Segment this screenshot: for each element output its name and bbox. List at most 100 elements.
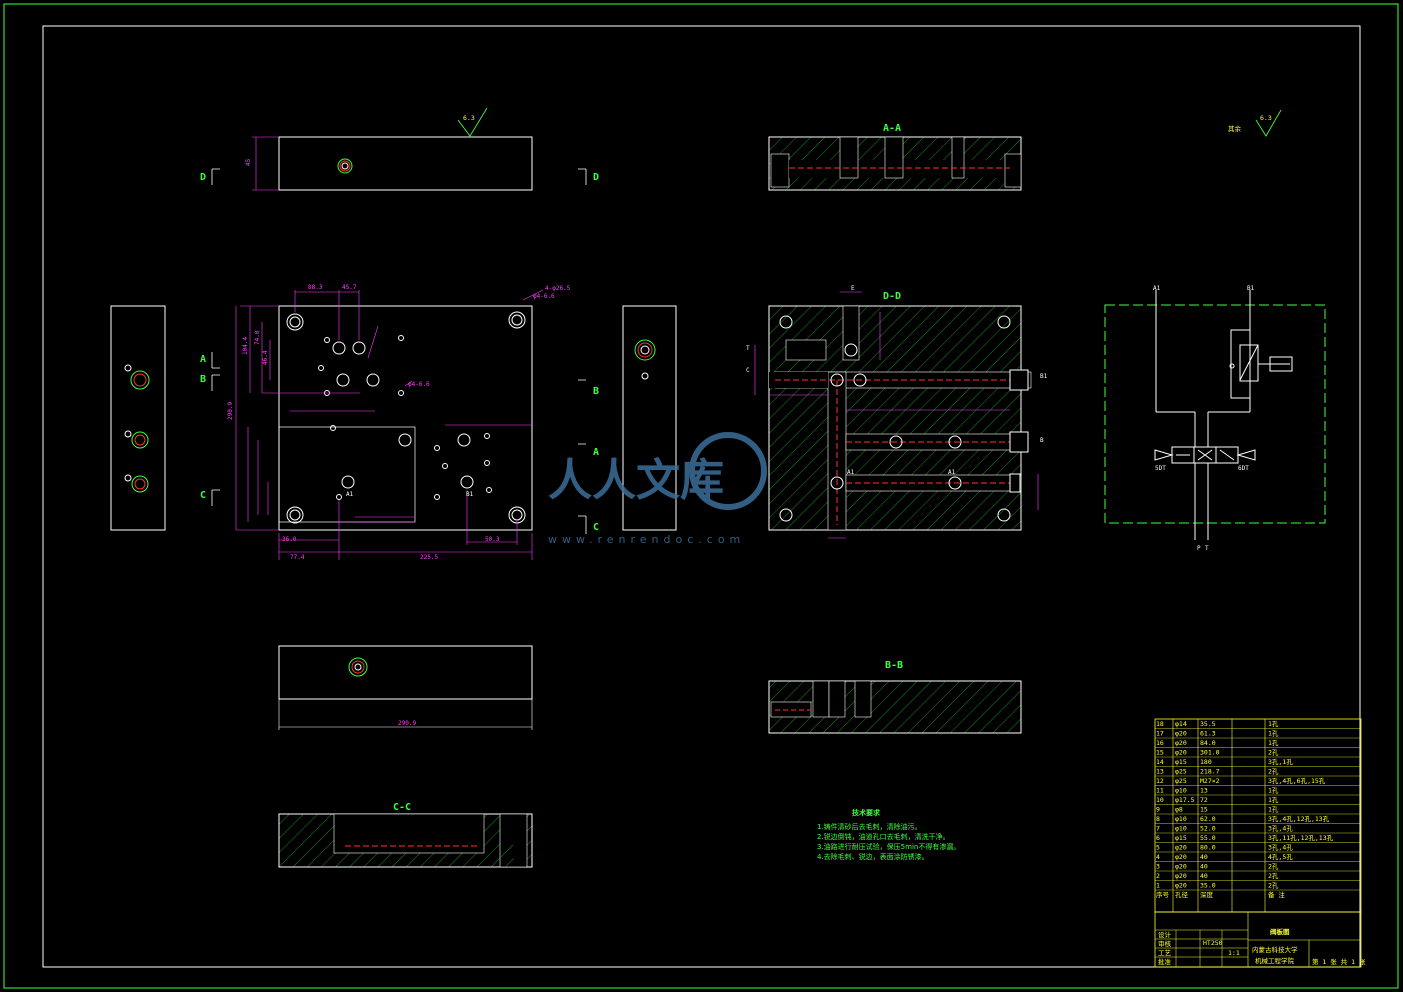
svg-text:36.0: 36.0 [282, 536, 297, 543]
bom-cell: φ20 [1175, 872, 1187, 880]
bom-cell: 84.0 [1200, 739, 1216, 747]
section-bb-title: B-B [885, 660, 903, 671]
section-cc-title: C-C [393, 802, 411, 813]
bom-cell: 35.0 [1200, 882, 1216, 890]
svg-text:6DT: 6DT [1238, 465, 1249, 472]
svg-text:φ4-6.6: φ4-6.6 [408, 381, 430, 388]
svg-text:审核: 审核 [1158, 939, 1172, 948]
top-view: 45 [245, 136, 533, 191]
svg-text:B1: B1 [466, 491, 474, 498]
svg-text:104.4: 104.4 [242, 337, 249, 355]
watermark-logo: 人人文库 [548, 455, 724, 506]
svg-text:A1: A1 [1153, 285, 1161, 292]
bom-cell: 2孔 [1268, 882, 1279, 890]
svg-text:74.0: 74.0 [254, 330, 261, 345]
bom-cell: 218.7 [1200, 768, 1220, 776]
bom-cell: 2孔 [1268, 768, 1279, 776]
bom-cell: φ20 [1175, 730, 1187, 738]
bom-cell: 52.0 [1200, 825, 1216, 833]
svg-text:77.4: 77.4 [290, 554, 305, 561]
svg-text:机械工程学院: 机械工程学院 [1255, 956, 1295, 965]
bom-cell: 8 [1156, 815, 1160, 823]
bom-cell: 3孔,1孔 [1268, 758, 1293, 766]
svg-text:46.4: 46.4 [262, 350, 269, 365]
left-side-view [110, 305, 166, 531]
svg-text:阀板图: 阀板图 [1270, 927, 1290, 936]
section-mark-c-left: C [200, 490, 206, 501]
svg-text:290.9: 290.9 [398, 720, 416, 727]
bom-cell: 62.0 [1200, 815, 1216, 823]
bom-cell: 1孔 [1268, 787, 1279, 795]
section-dd-view: E B1 B A1 A1 T C [746, 285, 1048, 539]
section-mark-a-left: A [200, 354, 206, 365]
svg-text:88.3: 88.3 [308, 284, 323, 291]
bom-cell: φ8 [1175, 806, 1183, 814]
bom-cell: 14 [1156, 758, 1164, 766]
bom-cell: 1孔 [1268, 730, 1279, 738]
title-block: 阀板图 内蒙古科技大学 机械工程学院 第 1 张 共 1 张 HT250 1:1… [1154, 911, 1366, 968]
bom-cell: 1孔 [1268, 796, 1279, 804]
bom-cell: 4 [1156, 853, 1160, 861]
svg-text:A1: A1 [948, 469, 956, 476]
svg-text:45: 45 [245, 158, 252, 166]
bom-cell: φ10 [1175, 825, 1187, 833]
svg-text:4-φ26.5: 4-φ26.5 [545, 285, 571, 292]
bom-cell: 80.0 [1200, 844, 1216, 852]
svg-text:6.3: 6.3 [463, 114, 475, 122]
bom-cell: 9 [1156, 806, 1160, 814]
bom-cell: 6 [1156, 834, 1160, 842]
bom-cell: 4孔,5孔 [1268, 853, 1293, 861]
svg-text:2.锐边倒钝，油道孔口去毛刺，清洗干净。: 2.锐边倒钝，油道孔口去毛刺，清洗干净。 [817, 832, 950, 841]
bom-cell: 3孔,4孔,12孔,13孔 [1268, 815, 1330, 823]
bom-cell: φ10 [1175, 787, 1187, 795]
bom-cell: 15 [1200, 806, 1208, 814]
bom-cell: 12 [1156, 777, 1164, 785]
watermark-url: www.renrendoc.com [548, 533, 745, 546]
svg-text:技术要求: 技术要求 [852, 808, 881, 817]
bom-cell: 1 [1156, 882, 1160, 890]
svg-text:B: B [1040, 437, 1044, 444]
section-aa-view [768, 136, 1022, 191]
svg-text:B1: B1 [1040, 373, 1048, 380]
hydraulic-schematic: 5DT 6DT P T A1 B1 [1104, 285, 1326, 552]
main-front-view: 88.3 45.7 4-φ26.5 φ4-6.6 290.9 104.4 74.… [227, 284, 571, 561]
bom-cell: φ20 [1175, 749, 1187, 757]
svg-text:5DT: 5DT [1155, 465, 1166, 472]
bom-cell: 40 [1200, 872, 1208, 880]
right-side-view [622, 305, 677, 531]
bom-cell: φ14 [1175, 720, 1187, 728]
svg-text:1.铸件清砂后去毛刺，清除油污。: 1.铸件清砂后去毛刺，清除油污。 [817, 822, 922, 831]
bom-cell: φ20 [1175, 882, 1187, 890]
section-mark-b-left: B [200, 374, 206, 385]
bom-cell: φ25 [1175, 768, 1187, 776]
svg-text:内蒙古科技大学: 内蒙古科技大学 [1252, 945, 1298, 954]
section-mark-b-right: B [593, 386, 599, 397]
section-mark-c-right: C [593, 522, 599, 533]
svg-text:225.5: 225.5 [420, 554, 438, 561]
bom-cell: 72 [1200, 796, 1208, 804]
svg-text:设计: 设计 [1158, 930, 1172, 939]
bom-cell: 7 [1156, 825, 1160, 833]
svg-text:45.7: 45.7 [342, 284, 357, 291]
bom-cell: 40 [1200, 863, 1208, 871]
section-bb-view [768, 680, 1022, 734]
bom-cell: 3孔,11孔,12孔,13孔 [1268, 834, 1334, 842]
bom-header-cell: 深度 [1200, 890, 1214, 899]
svg-text:φ4-6.6: φ4-6.6 [533, 293, 555, 300]
watermark: 人人文库 www.renrendoc.com [548, 432, 767, 546]
bom-cell: 3孔,4孔 [1268, 825, 1293, 833]
bom-cell: 3孔,4孔,6孔,15孔 [1268, 777, 1326, 785]
bom-cell: φ15 [1175, 758, 1187, 766]
svg-text:A1: A1 [847, 469, 855, 476]
bom-cell: φ20 [1175, 863, 1187, 871]
bom-cell: 2 [1156, 872, 1160, 880]
svg-text:6.3: 6.3 [1260, 114, 1272, 122]
svg-text:工艺: 工艺 [1158, 949, 1172, 957]
bom-cell: 11 [1156, 787, 1164, 795]
svg-text:第 1 张 共 1 张: 第 1 张 共 1 张 [1312, 957, 1366, 966]
bom-cell: φ25 [1175, 777, 1187, 785]
roughness-symbol-rest: 6.3 其余 [1228, 109, 1282, 137]
bom-cell: 13 [1156, 768, 1164, 776]
bom-cell: φ15 [1175, 834, 1187, 842]
